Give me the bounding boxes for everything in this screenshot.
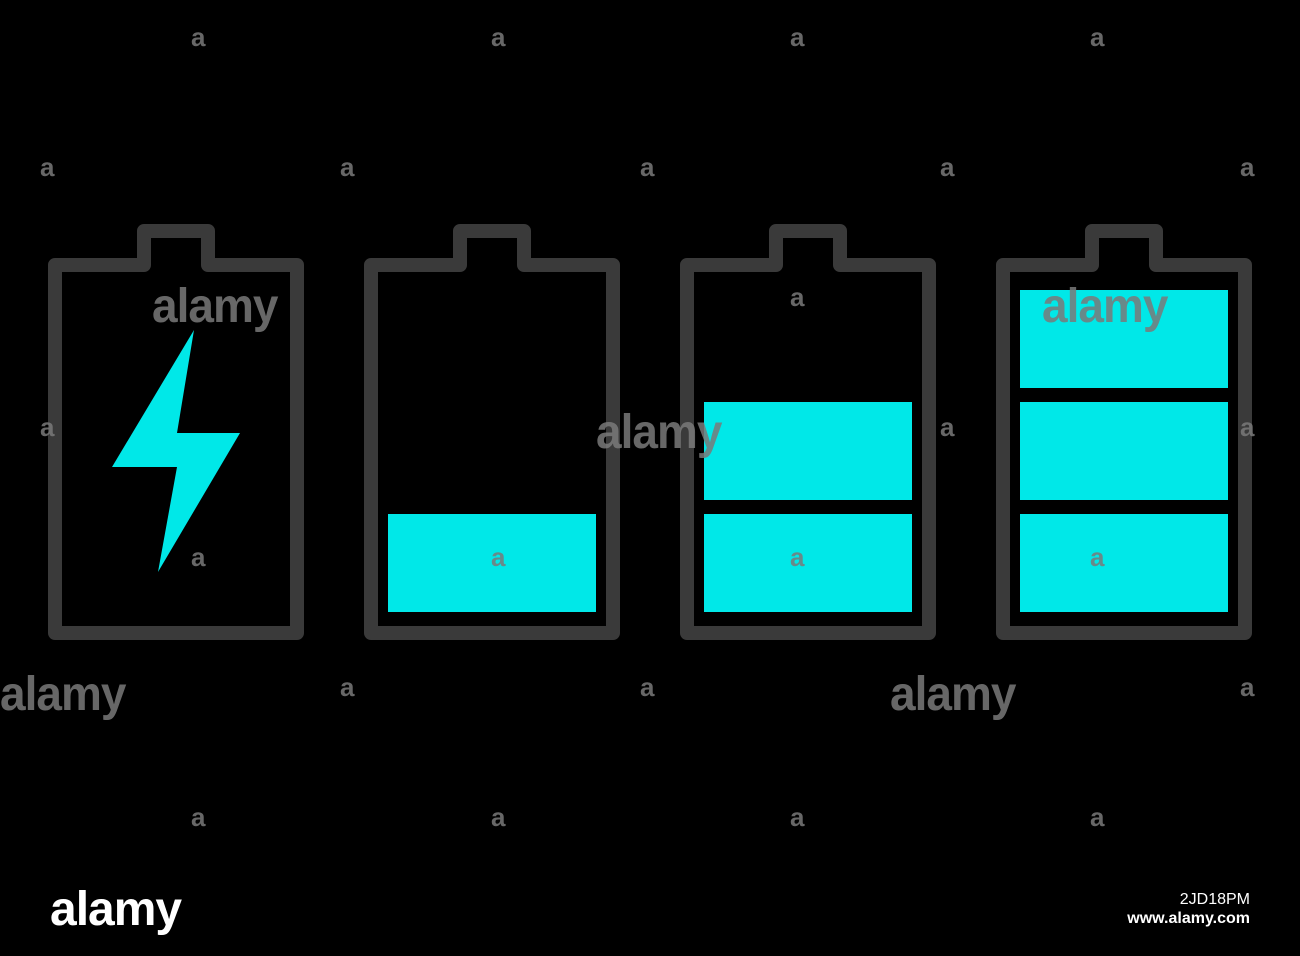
footer-url: www.alamy.com (1127, 910, 1250, 927)
footer-image-id: 2JD18PM (1179, 891, 1250, 908)
charge-segment-2 (704, 402, 912, 500)
charge-segment-1 (1020, 514, 1228, 612)
battery-full (996, 224, 1252, 640)
battery-medium (680, 224, 936, 640)
footer-brand-logo: alamy (50, 883, 182, 936)
charge-segment-1 (704, 514, 912, 612)
battery-outline (48, 224, 304, 640)
charge-segment-2 (1020, 402, 1228, 500)
battery-outline (364, 224, 620, 640)
battery-outline (996, 224, 1252, 640)
battery-low (364, 224, 620, 640)
battery-charging (48, 224, 304, 640)
charge-segment-1 (388, 514, 596, 612)
lightning-bolt-icon (112, 330, 240, 572)
battery-outline (680, 224, 936, 640)
charge-segment-3 (1020, 290, 1228, 388)
